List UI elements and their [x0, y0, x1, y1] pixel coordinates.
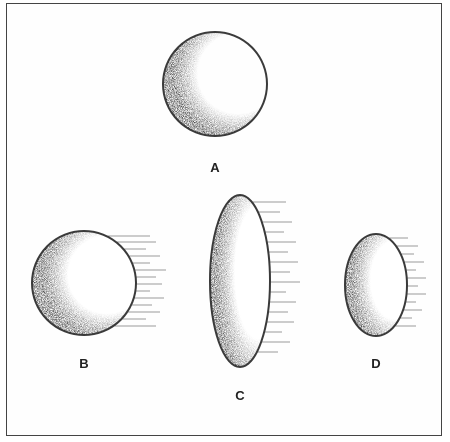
- sphere-a: [163, 32, 267, 136]
- sphere-d: [345, 234, 426, 336]
- label-d: D: [371, 356, 380, 371]
- label-b: B: [79, 356, 88, 371]
- label-c: C: [235, 388, 244, 403]
- sphere-c: [210, 195, 300, 367]
- label-a: A: [210, 160, 219, 175]
- sphere-b: [32, 231, 166, 335]
